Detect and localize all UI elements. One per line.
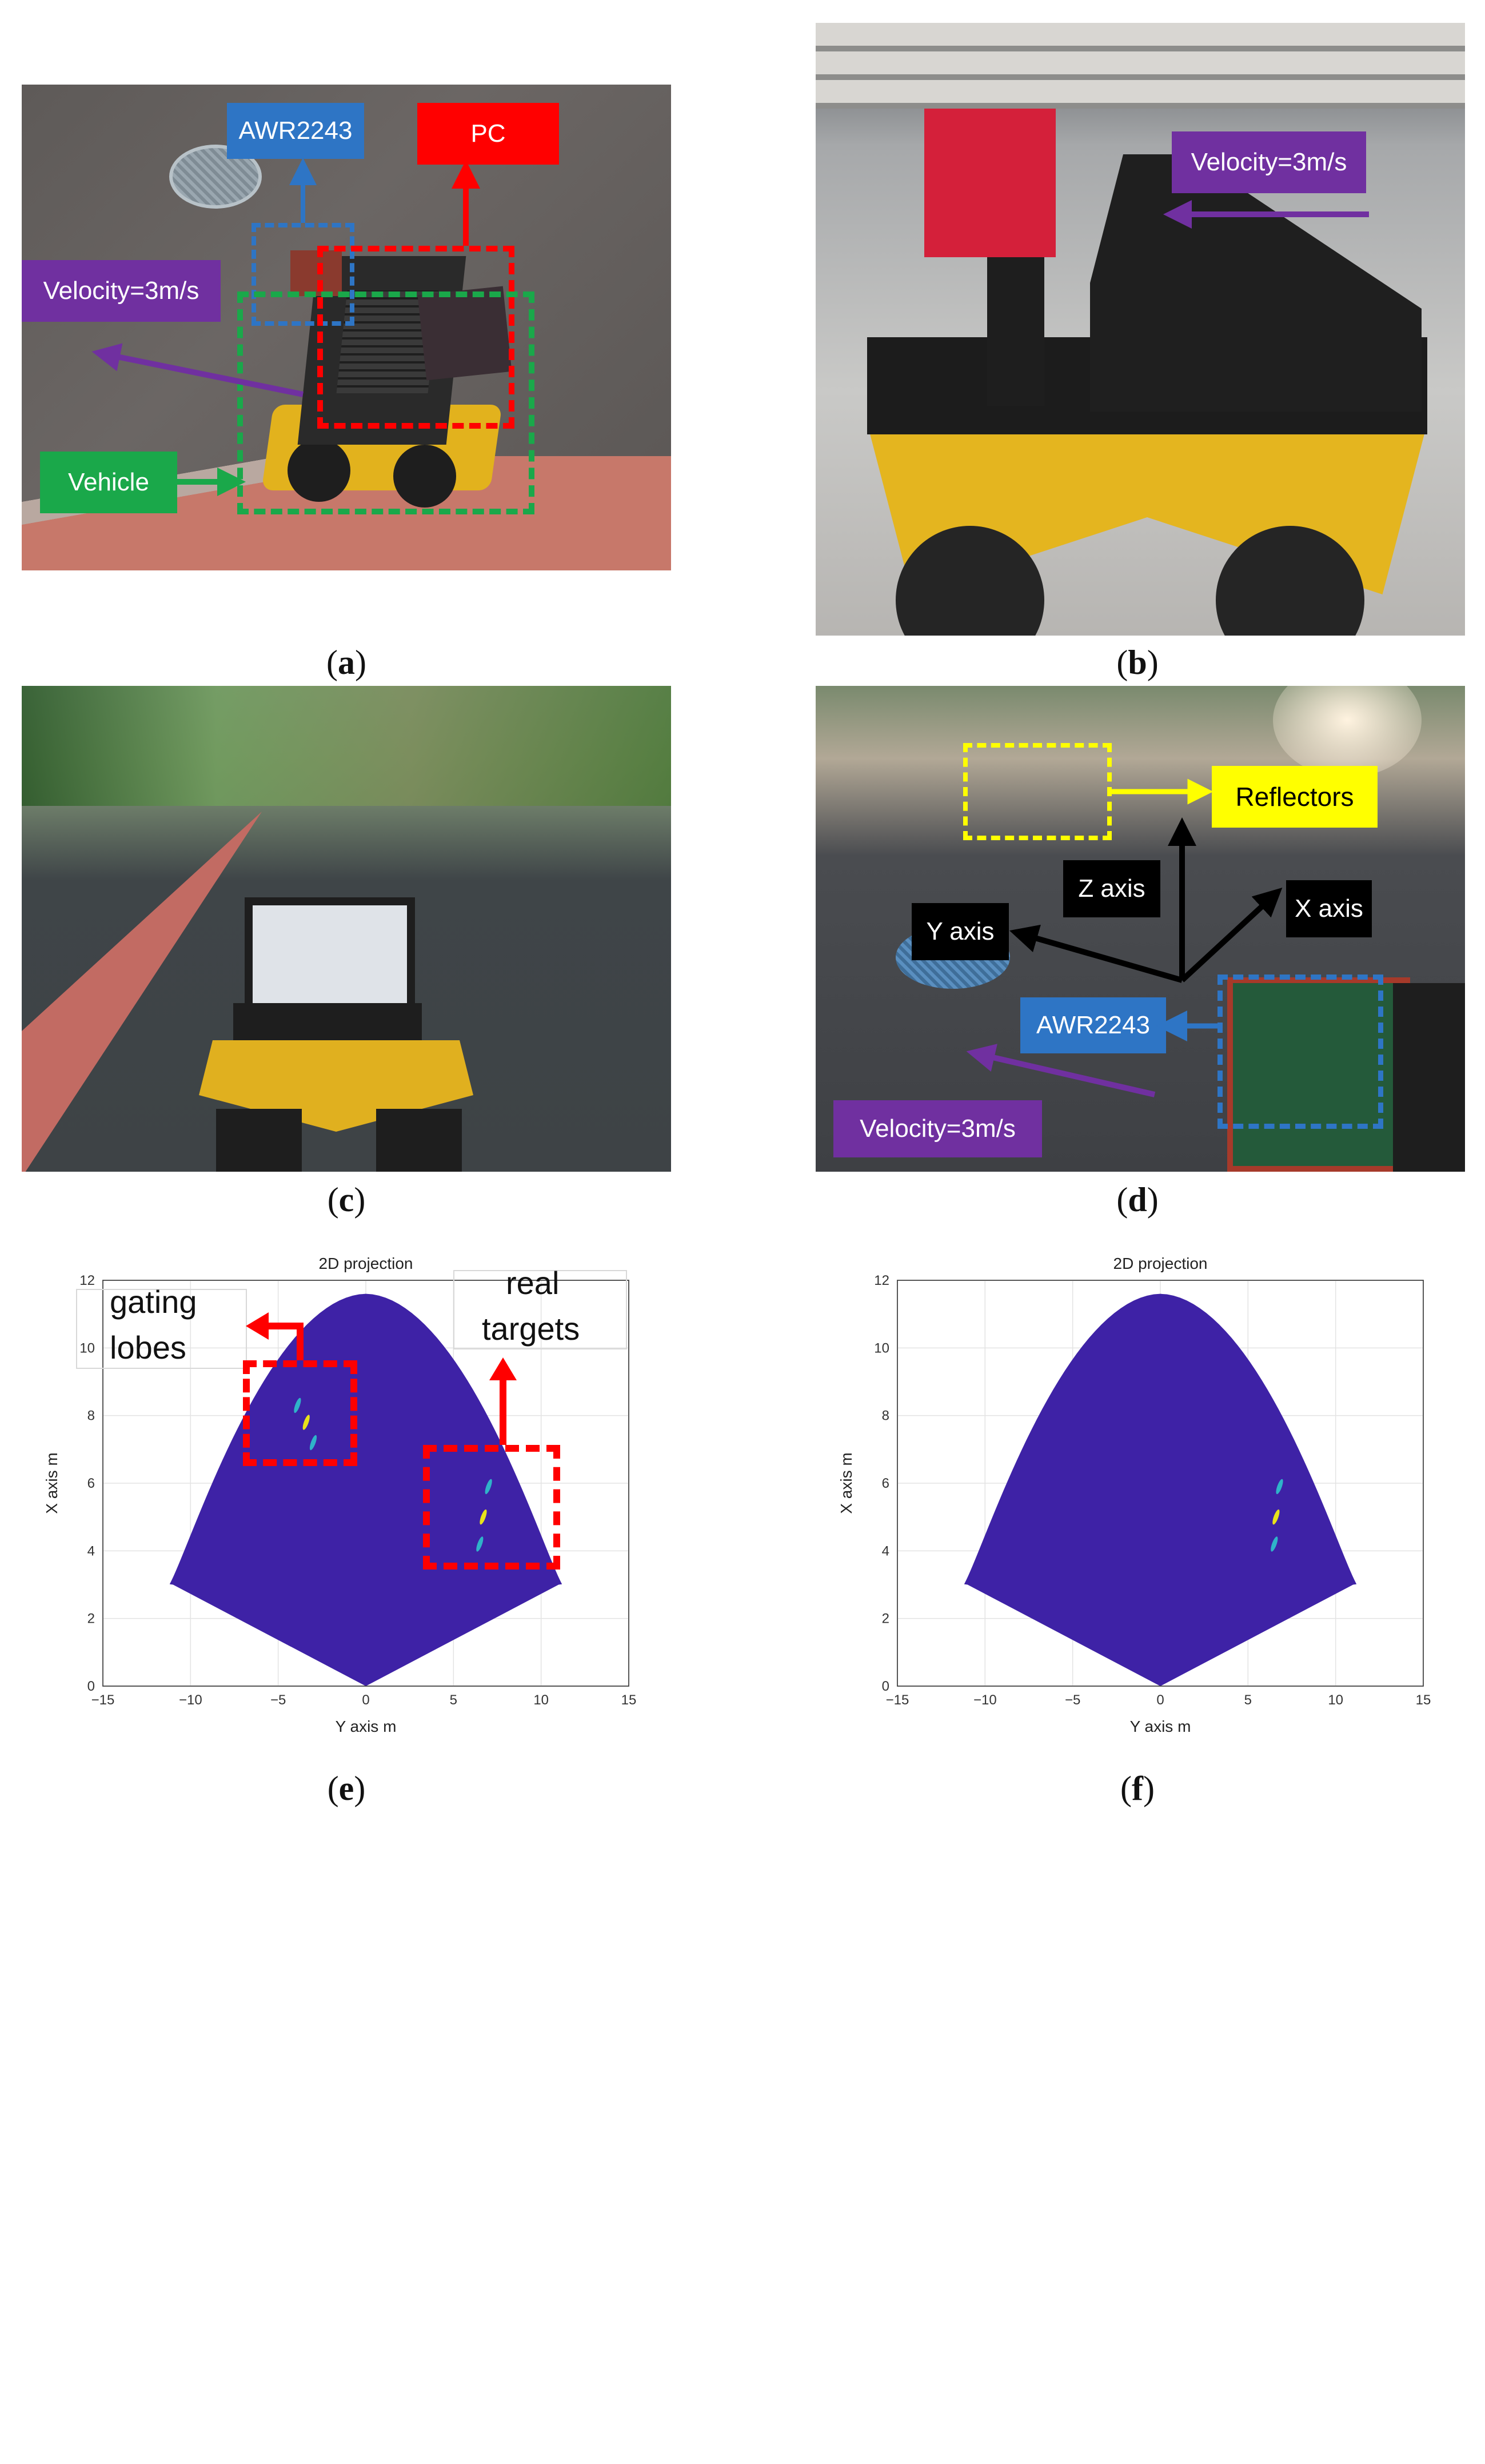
y-axis-label: Y axis — [912, 903, 1009, 960]
y-tick-label: 12 — [874, 1273, 889, 1288]
radar-board — [290, 250, 342, 296]
plot-f-2d-projection: −15 −10 −5 0 5 10 15 0 2 4 6 8 10 12 2D projection Y ax… — [837, 1255, 1431, 1735]
x-tick-label: −10 — [973, 1692, 997, 1708]
y-axis-label: X axis m — [43, 1452, 61, 1513]
chart-title: 2D projection — [319, 1255, 413, 1272]
awr-highlight-box — [252, 223, 354, 326]
x-tick-label: −5 — [1065, 1692, 1080, 1708]
velocity-label: Velocity=3m/s — [1172, 131, 1366, 193]
field-of-view — [964, 1293, 1357, 1686]
x-axis-label: Y axis m — [336, 1718, 397, 1735]
real-targets-line1: real — [506, 1265, 560, 1301]
x-tick-label: −15 — [886, 1692, 909, 1708]
plot-e-2d-projection: −15 −10 −5 0 5 10 15 0 2 4 6 8 10 12 2D projection Y ax… — [43, 1255, 637, 1735]
plot-frame — [102, 1280, 629, 1687]
laptop — [1393, 983, 1465, 1172]
x-tick-label: 15 — [621, 1692, 637, 1708]
caption-f: (f) — [1120, 1770, 1155, 1807]
real-targets-line2: targets — [482, 1311, 580, 1347]
x-tick-label: 15 — [1416, 1692, 1431, 1708]
x-tick-label: 10 — [1328, 1692, 1343, 1708]
x-axis-label: X axis — [1286, 880, 1372, 937]
sun-flare — [1273, 686, 1422, 777]
gating-lobes-line1: gating — [110, 1284, 197, 1320]
target-hotspot — [485, 1479, 492, 1495]
target-hotspot — [302, 1415, 310, 1430]
pc-highlight-box — [317, 246, 514, 429]
y-tick-label: 0 — [882, 1679, 889, 1694]
caption-c: (c) — [327, 1181, 366, 1219]
x-tick-label: 5 — [1244, 1692, 1252, 1708]
target-hotspot — [1272, 1509, 1280, 1525]
target-hotspot — [309, 1435, 317, 1451]
awr-highlight-box — [1217, 975, 1383, 1129]
y-tick-label: 8 — [87, 1408, 95, 1424]
caption-e: (e) — [327, 1770, 366, 1807]
awr2243-label: AWR2243 — [227, 103, 364, 159]
y-tick-label: 10 — [79, 1340, 95, 1356]
y-axis-label: X axis m — [837, 1452, 855, 1513]
y-tick-label: 10 — [874, 1340, 889, 1356]
wheel — [376, 1109, 462, 1172]
y-tick-label: 2 — [87, 1611, 95, 1627]
steps — [816, 23, 1465, 109]
radar-board — [1227, 977, 1410, 1172]
y-tick-label: 6 — [87, 1476, 95, 1491]
field-of-view — [169, 1293, 562, 1686]
target-hotspot — [480, 1509, 487, 1525]
target-hotspot — [1276, 1479, 1283, 1495]
x-tick-label: 5 — [450, 1692, 457, 1708]
caption-d: (d) — [1116, 1181, 1159, 1219]
x-tick-label: −10 — [179, 1692, 202, 1708]
y-tick-label: 2 — [882, 1611, 889, 1627]
trees — [22, 686, 671, 806]
x-tick-label: −15 — [91, 1692, 115, 1708]
vehicle-highlight-box — [237, 291, 534, 514]
panel-c-photo — [22, 686, 671, 1172]
chart-title: 2D projection — [1113, 1255, 1208, 1272]
caption-b: (b) — [1116, 644, 1159, 681]
x-tick-label: 0 — [1156, 1692, 1164, 1708]
reflector-highlight-box — [963, 743, 1112, 840]
real-targets-box — [453, 1270, 627, 1349]
x-tick-label: 10 — [533, 1692, 549, 1708]
vehicle-label: Vehicle — [40, 452, 177, 513]
plot-frame — [897, 1280, 1424, 1687]
velocity-label: Velocity=3m/s — [22, 260, 221, 322]
radar-mount — [987, 257, 1044, 406]
y-tick-label: 8 — [882, 1408, 889, 1424]
caption-a: (a) — [326, 644, 366, 681]
pc-label: PC — [417, 103, 559, 165]
x-tick-label: 0 — [362, 1692, 369, 1708]
y-tick-label: 4 — [882, 1543, 889, 1559]
target-hotspot — [1271, 1536, 1278, 1552]
awr2243-label: AWR2243 — [1020, 997, 1166, 1053]
wheel — [288, 439, 350, 502]
y-tick-label: 6 — [882, 1476, 889, 1491]
z-axis-label: Z axis — [1063, 860, 1160, 917]
panel-b-photo — [816, 23, 1465, 636]
target-hotspot — [476, 1536, 484, 1552]
real-targets-highlight — [423, 1445, 560, 1570]
gating-lobes-line2: lobes — [110, 1329, 186, 1365]
radar-board — [924, 109, 1056, 257]
velocity-label: Velocity=3m/s — [833, 1100, 1042, 1157]
y-tick-label: 0 — [87, 1679, 95, 1694]
y-tick-label: 4 — [87, 1543, 95, 1559]
wheel — [216, 1109, 302, 1172]
wheel — [393, 445, 456, 508]
x-axis-label: Y axis m — [1130, 1718, 1191, 1735]
gating-lobes-highlight — [243, 1360, 357, 1466]
y-tick-label: 12 — [79, 1273, 95, 1288]
x-tick-label: −5 — [270, 1692, 286, 1708]
laptop-screen — [245, 897, 415, 1016]
reflectors-label: Reflectors — [1212, 766, 1378, 828]
target-hotspot — [294, 1397, 301, 1413]
